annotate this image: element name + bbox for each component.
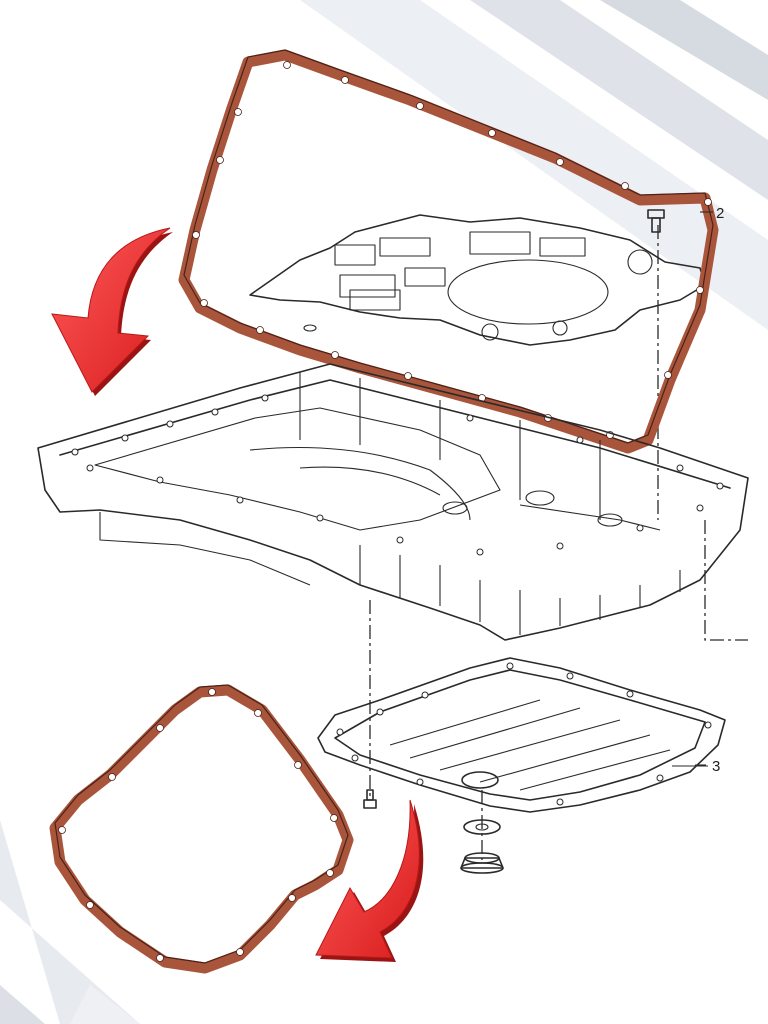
callouts: 2 3 (672, 205, 724, 775)
curved-arrow-down-left-icon (315, 799, 424, 962)
upper-gasket-edge (183, 49, 714, 444)
oil-pan-bolt-holes (71, 394, 724, 556)
valve-body-plate (249, 214, 706, 346)
oil-pan (37, 324, 749, 641)
oil-filter-holes (336, 662, 712, 806)
lower-gasket (49, 684, 354, 974)
lower-gasket-edge (54, 684, 349, 964)
center-lines (369, 225, 748, 860)
callout-part-2: 2 (716, 205, 724, 222)
oil-filter (317, 657, 726, 813)
drain-plug (363, 789, 504, 874)
callout-part-3: 3 (712, 758, 720, 775)
bolt-part-2 (647, 209, 665, 233)
curved-arrow-down-left-icon (51, 227, 173, 396)
upper-gasket (178, 49, 719, 454)
lower-gasket-holes (58, 688, 338, 962)
